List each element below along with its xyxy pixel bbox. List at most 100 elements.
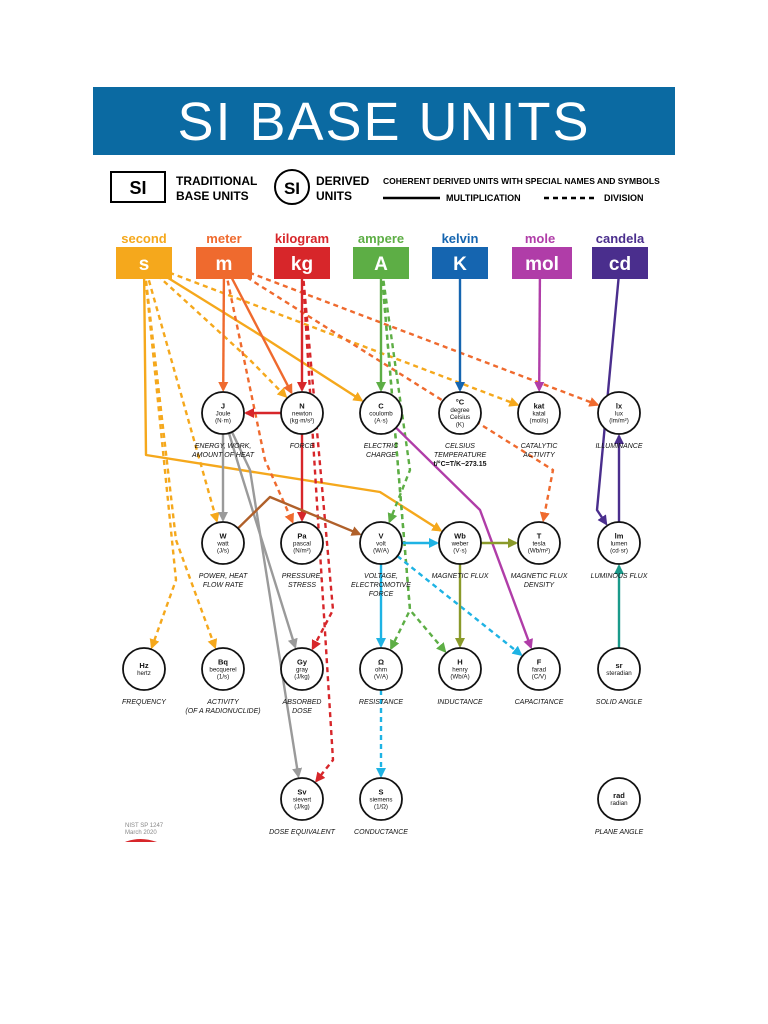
- derived-unit-circle: [517, 521, 561, 565]
- derived-unit-symbol: S: [378, 787, 383, 796]
- derived-unit-definition: (J/kg): [294, 804, 309, 811]
- footer-logo-mark: [125, 839, 157, 842]
- derived-unit-circle: [597, 391, 641, 435]
- base-unit-name: second: [121, 231, 167, 246]
- derived-unit-caption: ACTIVITY: [522, 452, 556, 459]
- derived-unit-caption: MAGNETIC FLUX: [432, 573, 489, 580]
- connection-s-to-Wb: [142, 262, 443, 532]
- derived-unit-name: lux: [615, 411, 624, 418]
- derived-unit-caption: CATALYTIC: [521, 443, 559, 450]
- derived-unit-caption: MAGNETIC FLUX: [511, 573, 568, 580]
- legend-traditional-line1: TRADITIONAL: [176, 174, 257, 188]
- footer: NIST SP 1247 March 2020: [125, 823, 164, 842]
- derived-unit-name: hertz: [137, 670, 151, 677]
- derived-unit-name: weber: [451, 541, 469, 548]
- derived-unit-caption: LUMINOUS FLUX: [591, 573, 648, 580]
- derived-unit-definition: (1/s): [217, 674, 229, 681]
- derived-unit-circle: [359, 391, 403, 435]
- derived-unit-circle: [597, 647, 641, 691]
- connection-mol-to-kat: [534, 262, 545, 393]
- base-unit-box: [592, 247, 648, 279]
- legend-derived-line1: DERIVED: [316, 174, 370, 188]
- derived-unit-caption: ACTIVITY: [206, 699, 240, 706]
- derived-unit-symbol: Bq: [218, 657, 228, 666]
- legend: SI TRADITIONAL BASE UNITS SI DERIVED UNI…: [110, 169, 660, 205]
- connection-s-to-C: [143, 261, 364, 402]
- derived-unit-symbol: N: [299, 401, 304, 410]
- derived-unit-symbol: lm: [615, 531, 624, 540]
- derived-unit-caption: AMOUNT OF HEAT: [191, 452, 255, 459]
- derived-unit-degree: °CdegreeCelsius(K)CELSIUSTEMPERATUREt/°C…: [434, 391, 487, 468]
- derived-unit-caption: CELSIUS: [445, 443, 475, 450]
- derived-unit-symbol: C: [378, 401, 384, 410]
- base-unit-symbol: A: [374, 254, 388, 275]
- legend-derived-circle-label: SI: [284, 179, 300, 198]
- legend-traditional-line2: BASE UNITS: [176, 189, 249, 203]
- connection-s-to-N: [143, 262, 288, 399]
- derived-unit-caption: DOSE: [292, 708, 312, 715]
- derived-unit-circle: [517, 647, 561, 691]
- derived-unit-caption: POWER, HEAT: [199, 573, 248, 580]
- base-unit-symbol: s: [139, 254, 150, 275]
- connection-m-to-lx: [223, 261, 600, 407]
- derived-unit-name: gray: [296, 667, 309, 674]
- connection-s-to-kat: [143, 261, 520, 407]
- derived-unit-symbol: W: [219, 531, 227, 540]
- legend-base-box-label: SI: [129, 178, 146, 198]
- derived-unit-circle: [438, 647, 482, 691]
- derived-unit-caption: FORCE: [369, 591, 394, 598]
- page-title: SI BASE UNITS: [177, 92, 591, 152]
- derived-unit-name: pascal: [293, 541, 311, 548]
- derived-unit-definition: (V·s): [453, 548, 466, 555]
- derived-unit-name: tesla: [532, 541, 546, 548]
- connection-cd-to-lm: [595, 262, 622, 526]
- derived-unit-circle: [280, 521, 324, 565]
- derived-unit-definition: (cd·sr): [610, 548, 628, 555]
- derived-unit-caption: CAPACITANCE: [515, 699, 564, 706]
- derived-unit-name: katal: [532, 411, 545, 418]
- derived-unit-circle: [597, 521, 641, 565]
- derived-unit-caption: CONDUCTANCE: [354, 829, 408, 836]
- connection-A-to-V: [379, 262, 412, 524]
- derived-unit-name: newton: [292, 411, 313, 418]
- derived-unit-circle: [359, 647, 403, 691]
- derived-unit-symbol: kat: [534, 401, 545, 410]
- derived-unit-caption: STRESS: [288, 582, 316, 589]
- derived-unit-definition: (A·s): [374, 418, 387, 425]
- derived-unit-name: henry: [452, 667, 468, 674]
- derived-unit-definition: (J/s): [217, 548, 229, 555]
- derived-unit-definition: (N·m): [215, 418, 231, 425]
- derived-unit-caption: PRESSURE,: [282, 573, 323, 580]
- base-unit-name: mole: [525, 231, 555, 246]
- derived-unit-caption: FLOW RATE: [203, 582, 244, 589]
- derived-unit-caption: FREQUENCY: [122, 699, 167, 706]
- derived-unit-circle: [201, 647, 245, 691]
- base-unit-box: [432, 247, 488, 279]
- derived-unit-name: siemens: [369, 797, 392, 804]
- derived-unit-caption: ENERGY, WORK,: [195, 443, 252, 450]
- legend-multiplication: MULTIPLICATION: [446, 193, 521, 203]
- derived-unit-circle: [280, 647, 324, 691]
- derived-unit-name: coulomb: [369, 411, 393, 418]
- derived-unit-caption: ELECTROMOTIVE: [351, 582, 411, 589]
- derived-unit-name: lumen: [611, 541, 628, 548]
- derived-unit-circle: [359, 521, 403, 565]
- derived-unit-symbol: Ω: [378, 657, 384, 666]
